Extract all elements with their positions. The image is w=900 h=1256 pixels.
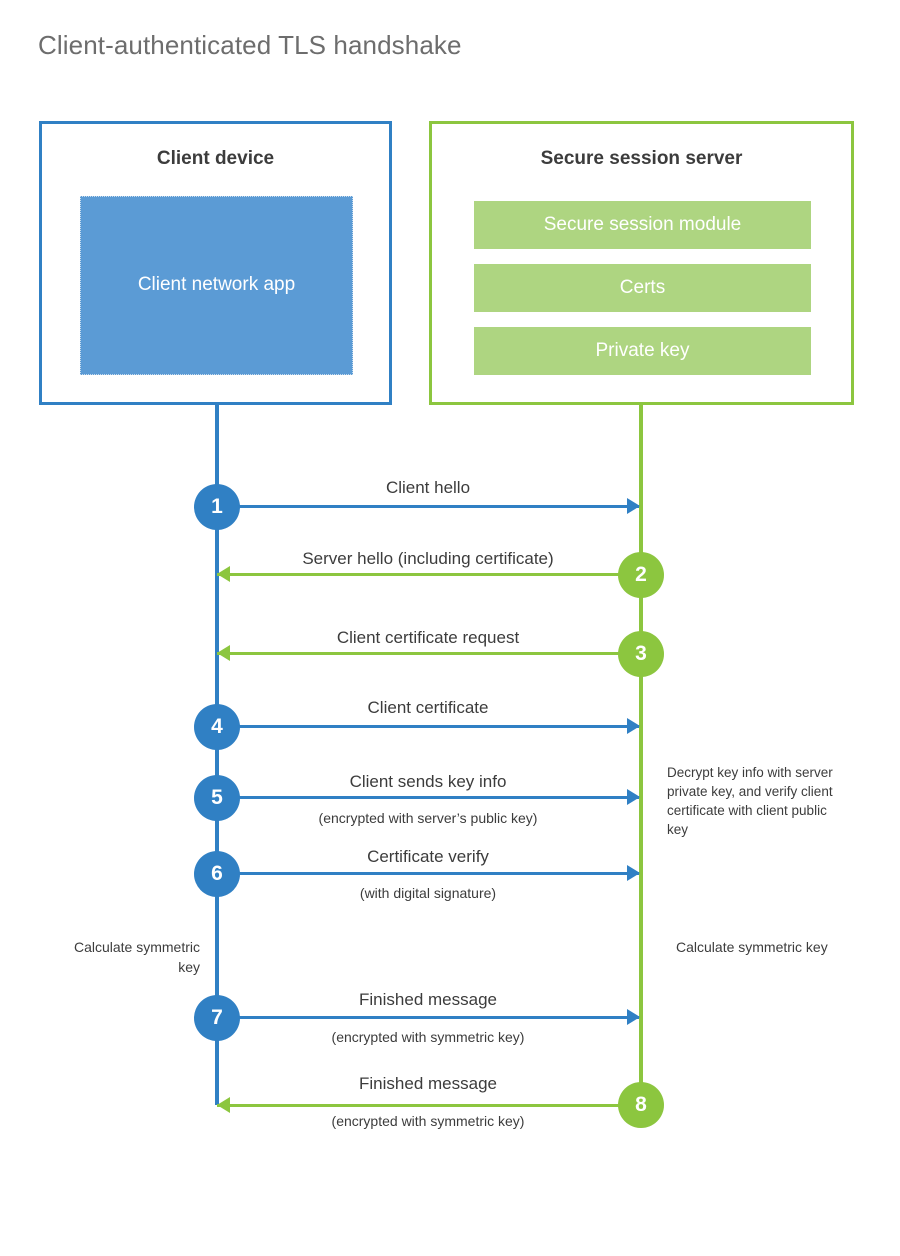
step-7-label: Finished message	[359, 990, 497, 1009]
step-8-arrow-line	[217, 1104, 639, 1107]
secure-session-server-box: Secure session server Secure session mod…	[429, 121, 854, 405]
step-5-arrow-line	[217, 796, 639, 799]
step-2-label: Server hello (including certificate)	[302, 549, 554, 568]
client-network-app-block: Client network app	[80, 196, 353, 375]
server-component-private-key: Private key	[474, 327, 811, 375]
step-5-sublabel: (encrypted with server’s public key)	[318, 810, 538, 826]
step-3-arrow-head-icon	[217, 645, 230, 661]
step-3-arrow-line	[217, 652, 639, 655]
step-2-arrow-head-icon	[217, 566, 230, 582]
step-marker-6[interactable]: 6	[194, 851, 240, 897]
page-title: Client-authenticated TLS handshake	[38, 30, 462, 60]
step-1-label: Client hello	[385, 478, 471, 497]
step-8-arrow-head-icon	[217, 1097, 230, 1113]
step-6-label: Certificate verify	[367, 847, 489, 866]
step-7-arrow-line	[217, 1016, 639, 1019]
step-7-sublabel: (encrypted with symmetric key)	[331, 1029, 525, 1045]
step-8-label: Finished message	[359, 1074, 497, 1093]
step-marker-3[interactable]: 3	[618, 631, 664, 677]
step-marker-1[interactable]: 1	[194, 484, 240, 530]
annotation-server-calculate-symmetric-key: Calculate symmetric key	[676, 939, 828, 955]
step-marker-4[interactable]: 4	[194, 704, 240, 750]
step-6-arrow-head-icon	[627, 865, 640, 881]
step-4-label: Client certificate	[367, 698, 489, 717]
step-marker-7[interactable]: 7	[194, 995, 240, 1041]
server-component-certs: Certs	[474, 264, 811, 312]
step-6-sublabel: (with digital signature)	[359, 885, 497, 901]
client-device-title: Client device	[156, 148, 275, 169]
annotation-server-decrypt: Decrypt key info with server private key…	[667, 765, 833, 838]
step-3-label: Client certificate request	[336, 628, 520, 647]
step-marker-2[interactable]: 2	[618, 552, 664, 598]
step-1-arrow-head-icon	[627, 498, 640, 514]
annotation-client-calculate-symmetric-key: Calculate symmetric key	[73, 939, 200, 975]
step-2-arrow-line	[217, 573, 639, 576]
step-1-arrow-line	[217, 505, 639, 508]
step-4-arrow-head-icon	[627, 718, 640, 734]
step-8-sublabel: (encrypted with symmetric key)	[331, 1113, 525, 1129]
step-marker-8[interactable]: 8	[618, 1082, 664, 1128]
step-6-arrow-line	[217, 872, 639, 875]
step-5-arrow-head-icon	[627, 789, 640, 805]
step-marker-5[interactable]: 5	[194, 775, 240, 821]
step-7-arrow-head-icon	[627, 1009, 640, 1025]
step-4-arrow-line	[217, 725, 639, 728]
server-lifeline	[639, 405, 643, 1105]
client-device-box: Client device Client network app	[39, 121, 392, 405]
server-component-secure-session-module: Secure session module	[474, 201, 811, 249]
secure-session-server-title: Secure session server	[540, 148, 743, 169]
step-5-label: Client sends key info	[349, 772, 507, 791]
client-lifeline	[215, 405, 219, 1105]
